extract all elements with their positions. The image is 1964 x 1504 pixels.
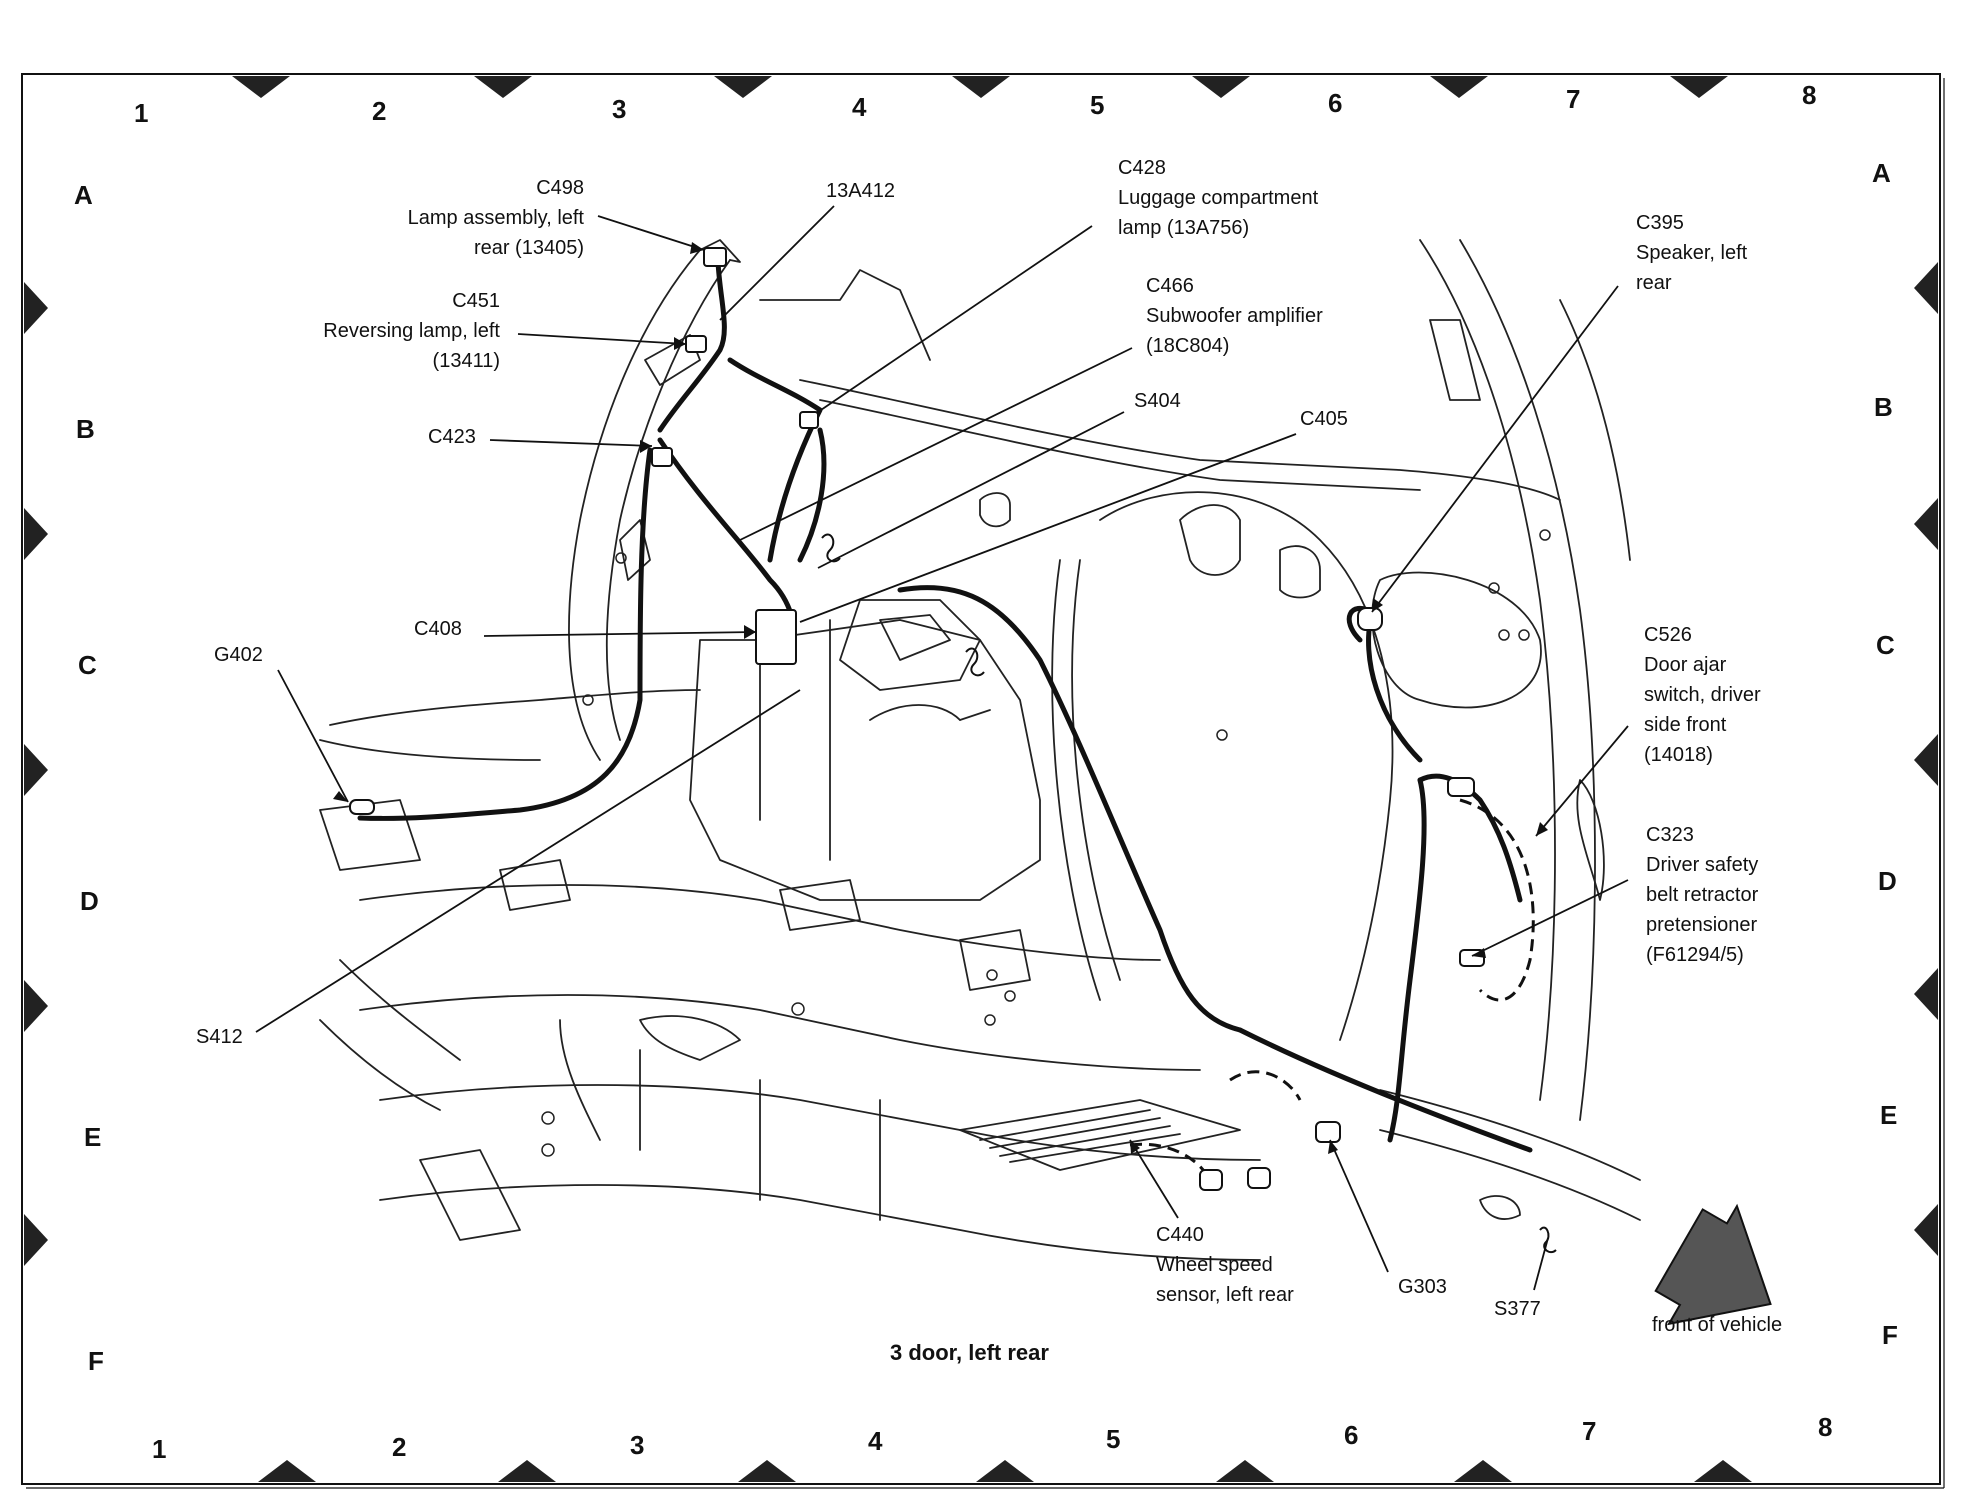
callout-c526-line1: Door ajar — [1644, 654, 1727, 676]
grid-col-top-6: 6 — [1328, 88, 1343, 118]
callout-c498: C498 Lamp assembly, left rear (13405) — [370, 173, 584, 263]
grid-row-left-B: B — [76, 414, 95, 444]
callout-c395-id: C395 — [1636, 212, 1684, 234]
callout-s377-id: S377 — [1494, 1298, 1541, 1320]
grid-col-bottom-5: 5 — [1106, 1424, 1121, 1454]
callout-s412-id: S412 — [196, 1026, 243, 1048]
callout-c323-line1: Driver safety — [1646, 854, 1759, 876]
grid-col-top-2: 2 — [372, 96, 387, 126]
s404-splice-marker — [821, 533, 841, 563]
callout-c408-id: C408 — [414, 618, 462, 640]
grid-col-bottom-4: 4 — [868, 1426, 883, 1456]
callout-c526-line4: (14018) — [1644, 744, 1713, 766]
grid-col-bottom-2: 2 — [392, 1432, 407, 1462]
callout-13a412: 13A412 — [826, 176, 895, 206]
callout-g402: G402 — [214, 640, 263, 670]
diagram-frame — [21, 73, 1945, 1489]
grid-row-left-C: C — [78, 650, 97, 680]
grid-col-bottom-8: 8 — [1818, 1412, 1833, 1442]
callout-c440-line2: sensor, left rear — [1156, 1284, 1294, 1306]
grid-col-top-8: 8 — [1802, 80, 1817, 110]
callout-c395-line1: Speaker, left — [1636, 242, 1748, 264]
callout-c408: C408 — [414, 614, 462, 644]
callout-g303: G303 — [1398, 1272, 1447, 1302]
wiring-harness — [357, 259, 1533, 1153]
callout-s412: S412 — [196, 1022, 243, 1052]
callout-c428-line2: lamp (13A756) — [1118, 217, 1250, 239]
callout-c428-line1: Luggage compartment — [1118, 187, 1319, 209]
callout-c498-id: C498 — [536, 177, 584, 199]
callout-c526-id: C526 — [1644, 624, 1692, 646]
callout-c440-line1: Wheel speed — [1156, 1254, 1273, 1276]
callout-s404: S404 — [1134, 386, 1181, 416]
front-of-vehicle-arrow-icon — [1654, 1203, 1772, 1326]
grid-col-top-4: 4 — [852, 92, 867, 122]
grid-row-left-A: A — [74, 180, 93, 210]
callout-c323-id: C323 — [1646, 824, 1694, 846]
callout-g402-id: G402 — [214, 644, 263, 666]
callout-c405: C405 — [1300, 404, 1348, 434]
callout-c526-line2: switch, driver — [1644, 684, 1761, 706]
leader-arrowheads — [333, 242, 1548, 1154]
callout-c526: C526 Door ajar switch, driver side front… — [1644, 620, 1761, 770]
grid-row-left-D: D — [80, 886, 99, 916]
callout-s377: S377 — [1494, 1294, 1541, 1324]
diagram-caption: 3 door, left rear — [890, 1340, 1049, 1365]
connector-blocks — [349, 247, 1485, 1191]
callout-c323-line4: (F61294/5) — [1646, 944, 1744, 966]
callout-c498-line2: rear (13405) — [473, 237, 584, 259]
grid-col-bottom-7: 7 — [1582, 1416, 1597, 1446]
grid-row-right-B: B — [1874, 392, 1893, 422]
grid-col-top-3: 3 — [612, 94, 627, 124]
callout-c323: C323 Driver safety belt retractor preten… — [1646, 820, 1758, 970]
callout-s404-id: S404 — [1134, 390, 1181, 412]
callout-c451: C451 Reversing lamp, left (13411) — [290, 286, 500, 376]
callout-c466: C466 Subwoofer amplifier (18C804) — [1146, 271, 1323, 361]
grid-col-top-1: 1 — [134, 98, 149, 128]
grid-row-left-E: E — [84, 1122, 102, 1152]
callout-c466-line2: (18C804) — [1146, 335, 1230, 357]
callout-c423-id: C423 — [428, 426, 476, 448]
grid-markers — [24, 76, 1938, 1482]
callout-c395: C395 Speaker, left rear — [1636, 208, 1747, 298]
grid-col-top-7: 7 — [1566, 84, 1581, 114]
callout-c395-line2: rear — [1636, 272, 1672, 294]
callout-c466-id: C466 — [1146, 275, 1194, 297]
callout-c428: C428 Luggage compartment lamp (13A756) — [1118, 153, 1318, 243]
callout-c405-id: C405 — [1300, 408, 1348, 430]
bolt-holes — [541, 529, 1551, 1157]
grid-col-bottom-3: 3 — [630, 1430, 645, 1460]
callout-c451-line1: Reversing lamp, left — [323, 320, 500, 342]
grid-col-bottom-1: 1 — [152, 1434, 167, 1464]
callout-13a412-id: 13A412 — [826, 180, 895, 202]
callout-g303-id: G303 — [1398, 1276, 1447, 1298]
grid-col-bottom-6: 6 — [1344, 1420, 1359, 1450]
grid-col-top-5: 5 — [1090, 90, 1105, 120]
callout-c498-line1: Lamp assembly, left — [407, 207, 584, 229]
s412-splice-marker — [965, 647, 985, 677]
leader-lines — [255, 205, 1629, 1291]
grid-row-right-C: C — [1876, 630, 1895, 660]
grid-row-right-D: D — [1878, 866, 1897, 896]
callout-c423: C423 — [428, 422, 476, 452]
grid-row-left-F: F — [88, 1346, 104, 1376]
callout-c526-line3: side front — [1644, 714, 1727, 736]
front-of-vehicle-label: front of vehicle — [1652, 1314, 1783, 1336]
callout-c466-line1: Subwoofer amplifier — [1146, 305, 1323, 327]
vehicle-body-outline — [319, 239, 1641, 1261]
callout-c323-line3: pretensioner — [1646, 914, 1758, 936]
callout-c451-id: C451 — [452, 290, 500, 312]
callout-c323-line2: belt retractor — [1646, 884, 1759, 906]
s377-splice-marker — [1539, 1226, 1557, 1254]
callout-c428-id: C428 — [1118, 157, 1166, 179]
callout-c440-id: C440 — [1156, 1224, 1204, 1246]
callout-c440: C440 Wheel speed sensor, left rear — [1156, 1220, 1294, 1310]
callout-c451-line2: (13411) — [432, 350, 500, 372]
grid-row-right-A: A — [1872, 158, 1891, 188]
grid-row-right-E: E — [1880, 1100, 1898, 1130]
grid-row-right-F: F — [1882, 1320, 1898, 1350]
